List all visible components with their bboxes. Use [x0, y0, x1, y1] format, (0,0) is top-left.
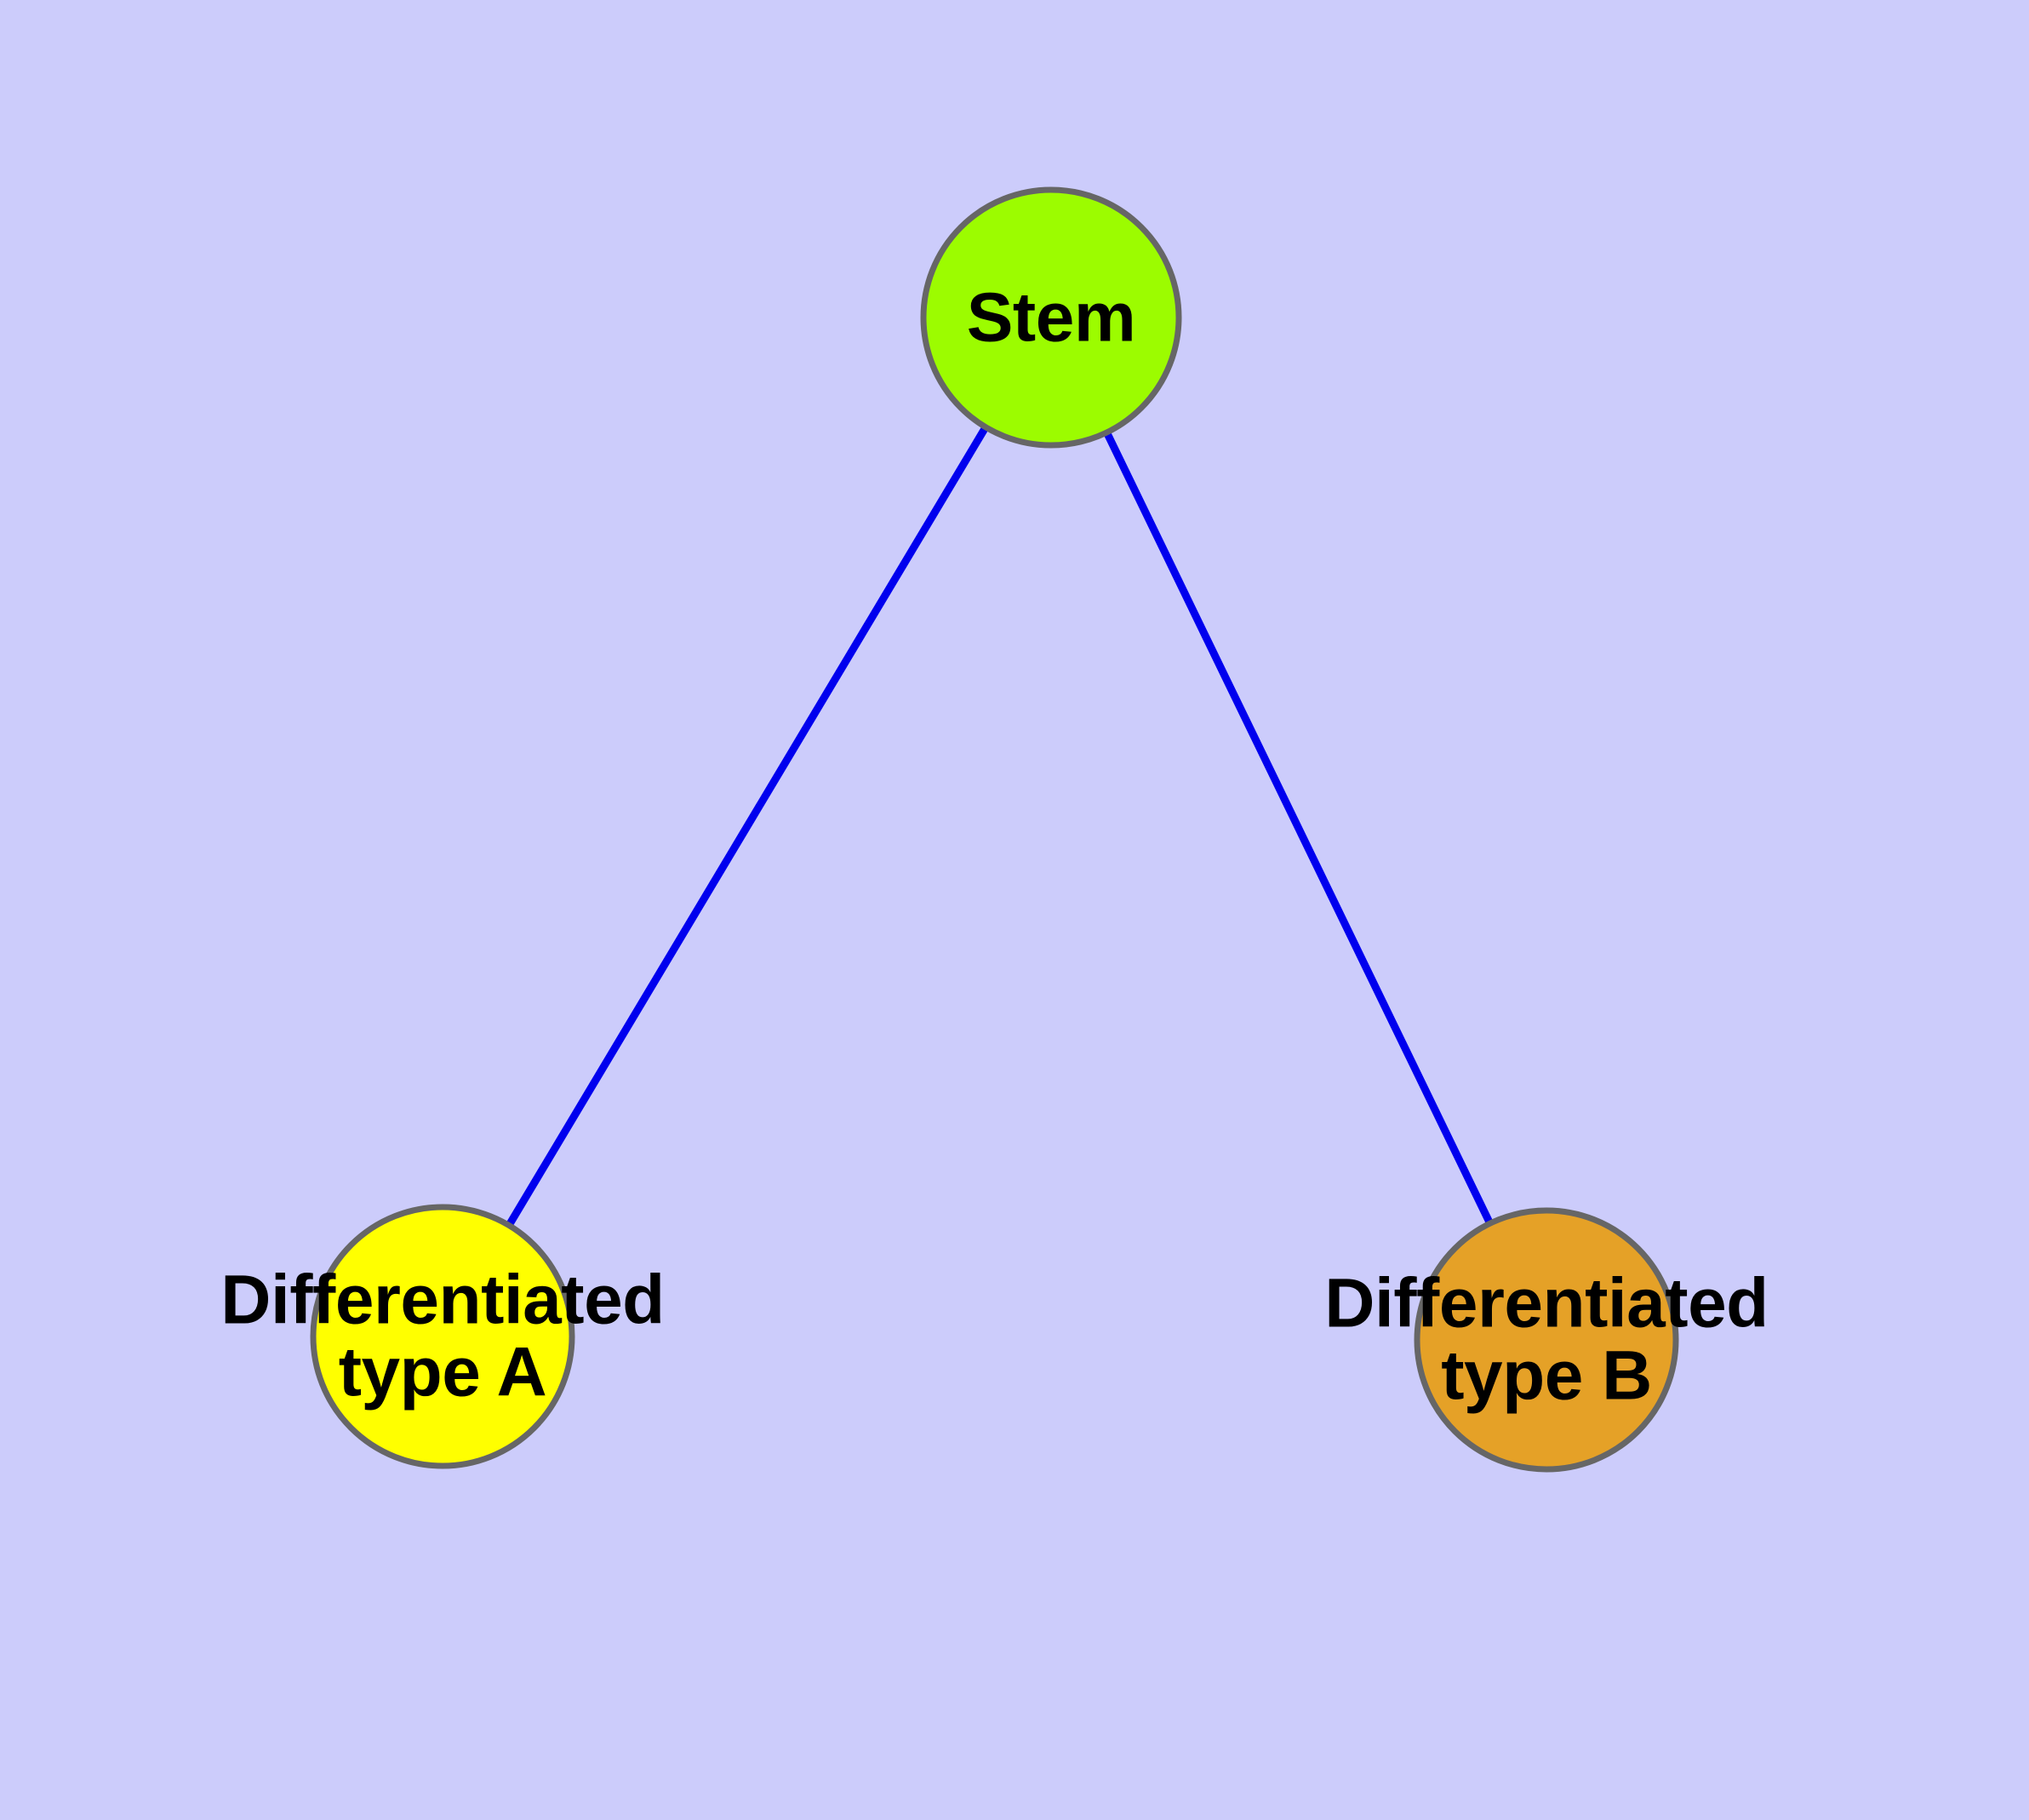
node-differentiated-type-b[interactable]: [1414, 1207, 1679, 1473]
node-differentiated-type-a[interactable]: [310, 1204, 575, 1469]
node-stem[interactable]: [920, 186, 1182, 449]
node-layer: [310, 186, 1679, 1473]
edge-stem-to-differentiated-type-b[interactable]: [1047, 316, 1551, 1342]
edge-layer: [439, 315, 1551, 1342]
edge-stem-to-differentiated-type-a[interactable]: [439, 315, 1055, 1339]
